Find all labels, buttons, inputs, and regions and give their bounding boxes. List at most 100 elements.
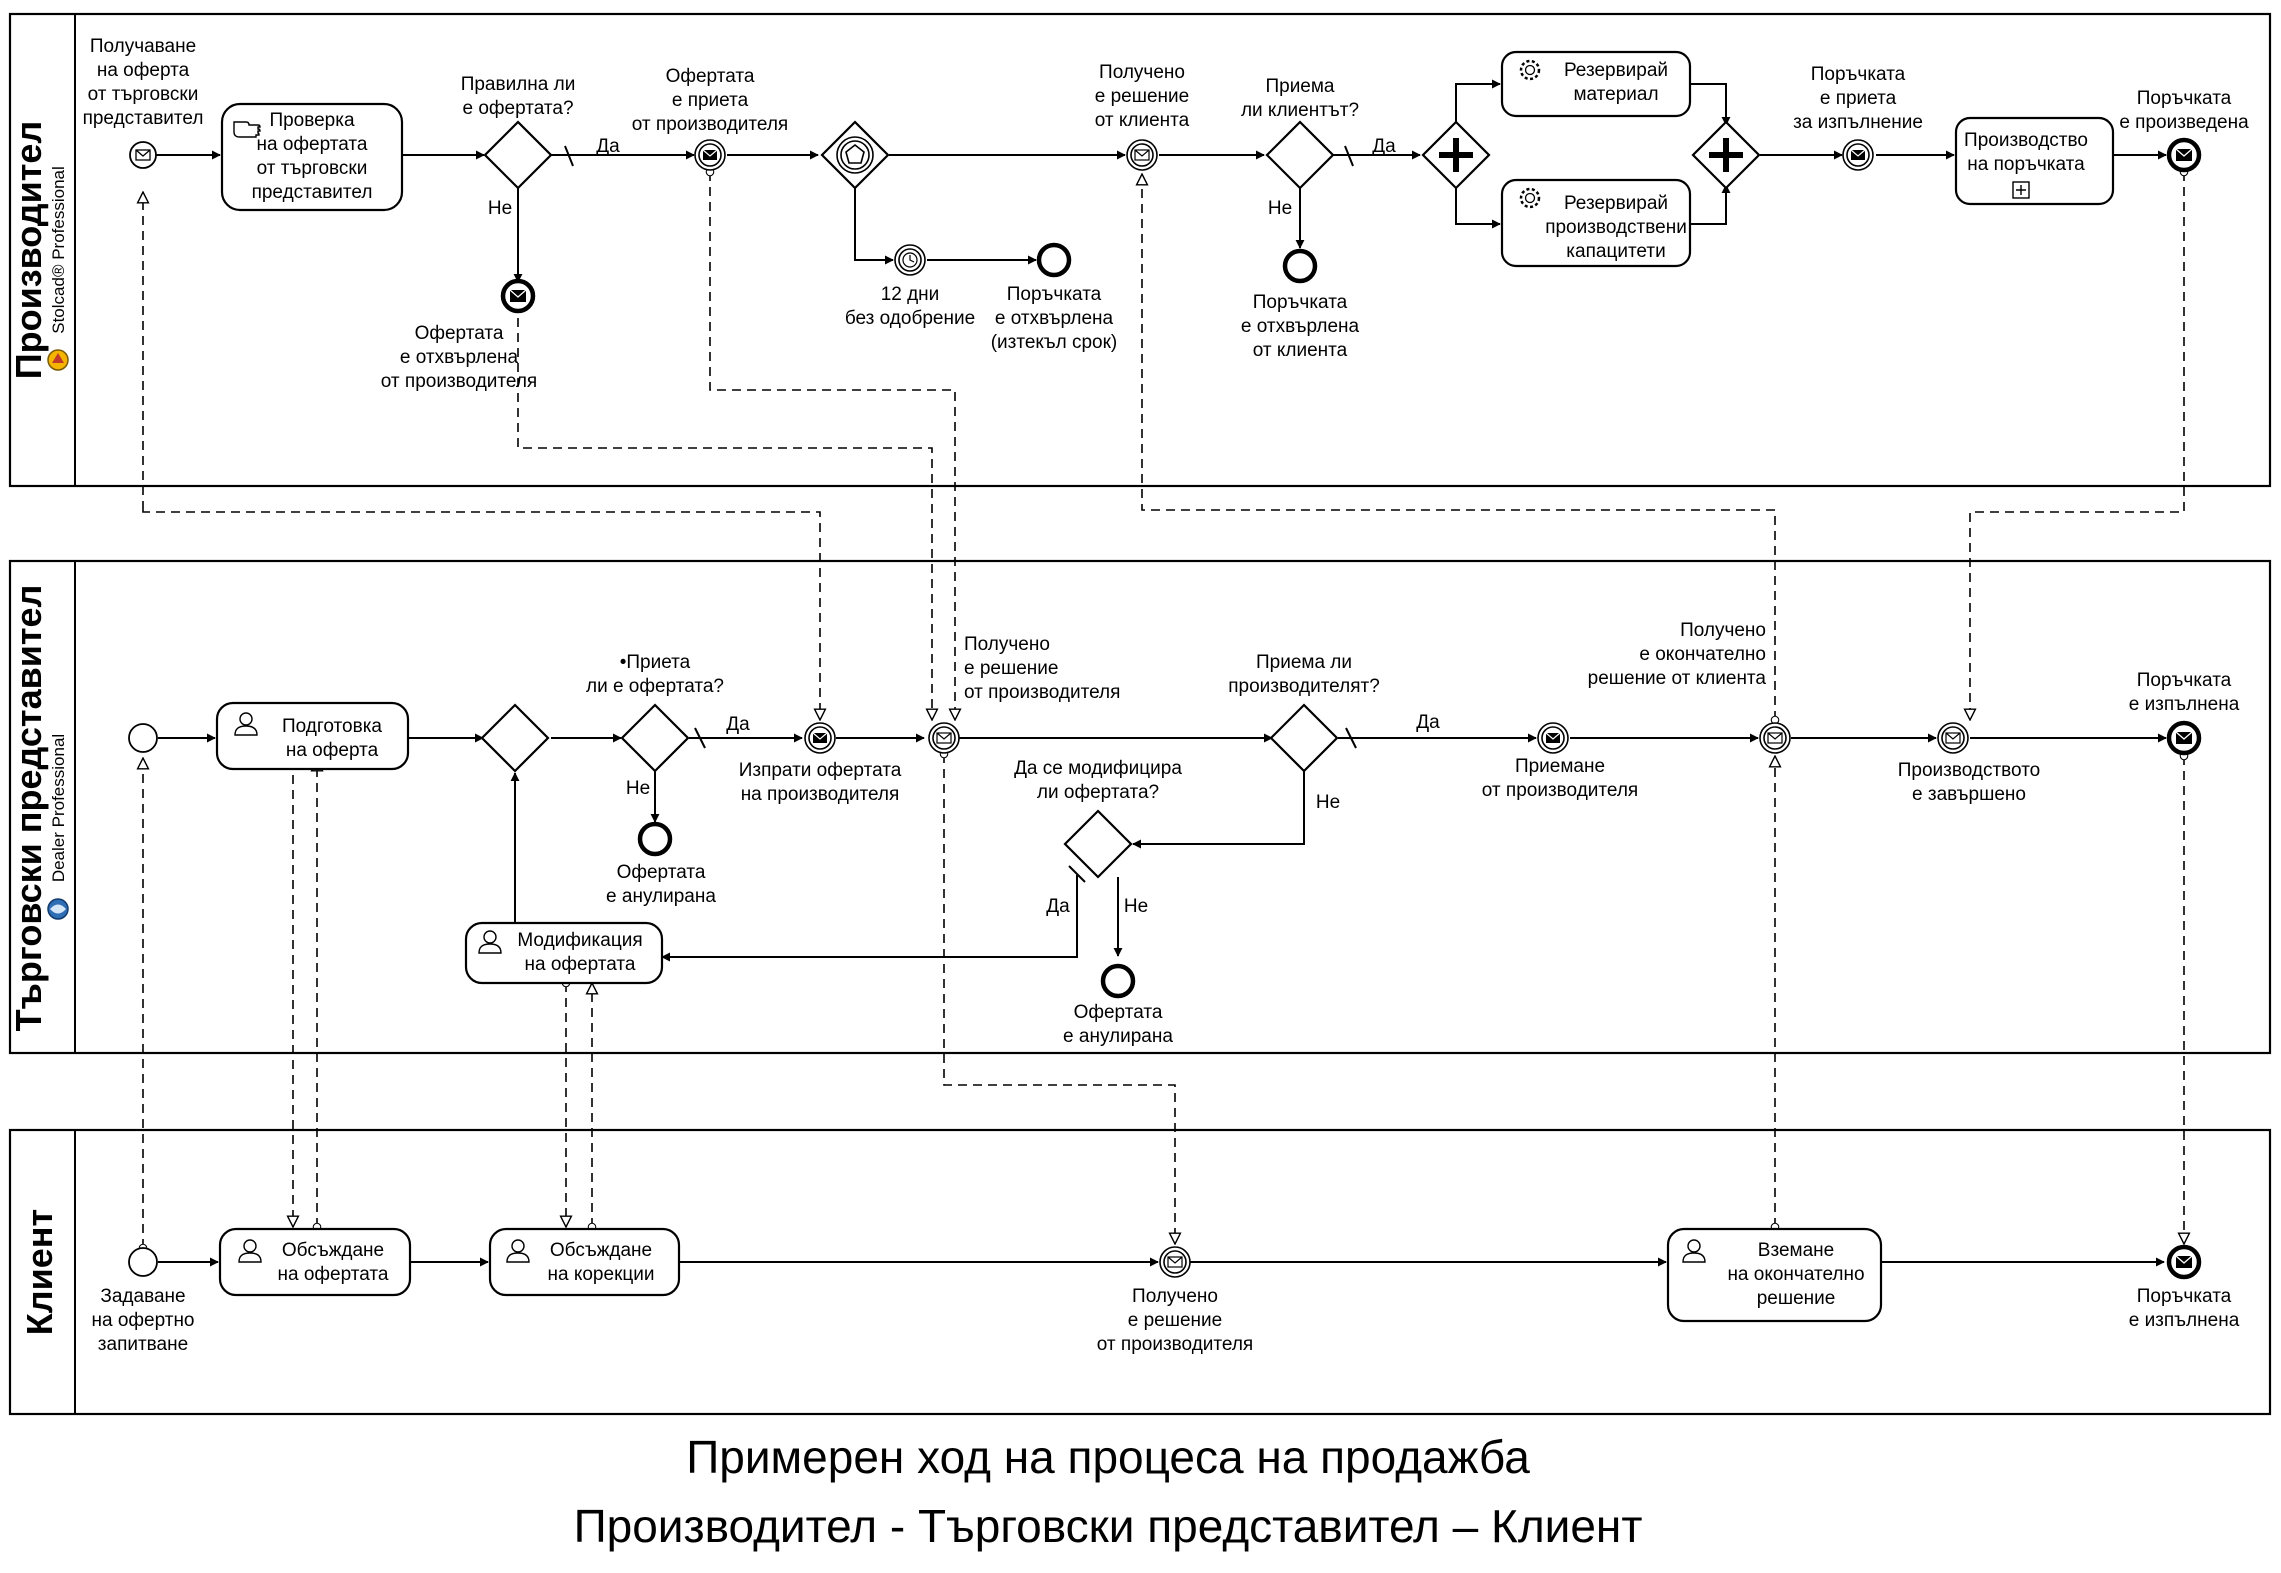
- brand-stolcad: Stolcad® Professional: [49, 166, 68, 334]
- label-line: Офертата: [415, 323, 504, 344]
- pool-dealer: Търговски представител Dealer Profession…: [8, 559, 2272, 1055]
- label-line: Не: [488, 198, 512, 219]
- label-line: решение от клиента: [1588, 668, 1767, 689]
- label-line: решение: [1757, 1288, 1836, 1309]
- send-offer-throw-event: [804, 722, 836, 754]
- manual-hand-icon: [233, 121, 261, 138]
- label-line: Поръчката: [1253, 292, 1348, 313]
- stolcad-logo-icon: [47, 349, 69, 371]
- pool-title-manufacturer: Производител: [8, 121, 49, 380]
- caption-line-1: Примерен ход на процеса на продажба: [686, 1431, 1530, 1483]
- label-line: е завършено: [1912, 784, 2026, 805]
- label-line: от производителя: [964, 682, 1120, 703]
- manufacturer-expired-end-label: Поръчката е отхвърлена (изтекъл срок): [991, 284, 1118, 353]
- manufacturer-gw-valid-no-label: Не: [488, 198, 512, 219]
- manufacturer-gw-client-no-label: Не: [1268, 198, 1292, 219]
- gw-client-accepts: [1265, 120, 1335, 190]
- label-line: запитване: [98, 1334, 188, 1355]
- label-line: (изтекъл срок): [991, 332, 1118, 353]
- label-line: е решение: [1128, 1310, 1222, 1331]
- label-line: Подготовка: [282, 716, 382, 737]
- event-based-gateway: [820, 120, 890, 190]
- label-line: Приема ли: [1256, 652, 1352, 673]
- label-line: Получено: [1099, 62, 1185, 83]
- discuss-corrections-task: [488, 1227, 681, 1297]
- label-line: ли офертата?: [1037, 782, 1159, 803]
- label-line: Задаване: [100, 1286, 185, 1307]
- accept-throw-event: [1537, 722, 1569, 754]
- label-line: за изпълнение: [1793, 112, 1923, 133]
- label-line: е изпълнена: [2129, 1310, 2240, 1331]
- manufacturer-production-task-label: Производство на поръчката: [1964, 130, 2088, 175]
- cancel-end-1: [637, 821, 673, 857]
- label-line: от производителя: [632, 114, 788, 135]
- label-line: Приемане: [1515, 756, 1605, 777]
- label-line: е отхвърлена: [1241, 316, 1360, 337]
- label-line: на офертата: [257, 134, 368, 155]
- brand-dealer: Dealer Professional: [49, 734, 68, 882]
- dealer-cancel-end-2-label: Офертата е анулирана: [1063, 1002, 1173, 1047]
- label-line: Не: [1316, 792, 1340, 813]
- user-icon: [1682, 1239, 1706, 1263]
- label-line: е анулирана: [1063, 1026, 1173, 1047]
- user-icon: [234, 712, 258, 736]
- label-line: Да се модифицира: [1014, 758, 1182, 779]
- production-subprocess: [1954, 116, 2115, 206]
- label-line: Поръчката: [2137, 670, 2232, 691]
- production-done-catch-event: [1937, 722, 1969, 754]
- label-line: Поръчката: [2137, 1286, 2232, 1307]
- gw-offer-accepted: [620, 703, 690, 773]
- check-offer-task: [220, 102, 404, 212]
- dealer-gw-modify-label: Да се модифицира ли офертата?: [1014, 758, 1182, 803]
- cancel-end-2: [1100, 963, 1136, 999]
- label-line: на офертно: [91, 1310, 194, 1331]
- pool-title-client: Клиент: [19, 1209, 60, 1335]
- label-line: е изпълнена: [2129, 694, 2240, 715]
- prepare-offer-task: [215, 701, 410, 771]
- dealer-gw-modify-no-label: Не: [1124, 896, 1148, 917]
- gear-icon: [1519, 59, 1541, 81]
- label-line: Получено: [1680, 620, 1766, 641]
- label-line: Приема: [1265, 76, 1334, 97]
- label-line: представител: [83, 108, 204, 129]
- expired-end-event: [1036, 242, 1072, 278]
- label-line: е решение: [1095, 86, 1189, 107]
- label-line: на корекции: [548, 1264, 655, 1285]
- pool-manufacturer: Производител Stolcad® Professional: [8, 12, 2272, 488]
- dealer-gw-modify-yes-label: Да: [1046, 896, 1070, 917]
- label-line: Да: [1416, 712, 1440, 733]
- client-received-decision-event: [1159, 1246, 1191, 1278]
- label-line: представител: [252, 182, 373, 203]
- parallel-gateway-split: [1421, 120, 1491, 190]
- label-line: Производство: [1964, 130, 2088, 151]
- dealer-fulfilled-end: [2166, 720, 2202, 756]
- dealer-gw-accepted-no-label: Не: [626, 778, 650, 799]
- final-decision-catch-event: [1759, 722, 1791, 754]
- gw-offer-valid: [483, 120, 553, 190]
- label-line: Офертата: [666, 66, 755, 87]
- final-decision-task: [1666, 1227, 1883, 1323]
- label-line: на поръчката: [1967, 154, 2085, 175]
- receive-decision-catch-event: [928, 722, 960, 754]
- label-line: Поръчката: [1007, 284, 1102, 305]
- label-line: Офертата: [1074, 1002, 1163, 1023]
- manufacturer-gw-valid-yes-label: Да: [596, 136, 620, 157]
- label-line: от клиента: [1095, 110, 1190, 131]
- user-icon: [238, 1239, 262, 1263]
- label-line: е отхвърлена: [995, 308, 1114, 329]
- label-line: Поръчката: [1811, 64, 1906, 85]
- label-line: производителят?: [1228, 676, 1380, 697]
- label-line: Обсъждане: [282, 1240, 384, 1261]
